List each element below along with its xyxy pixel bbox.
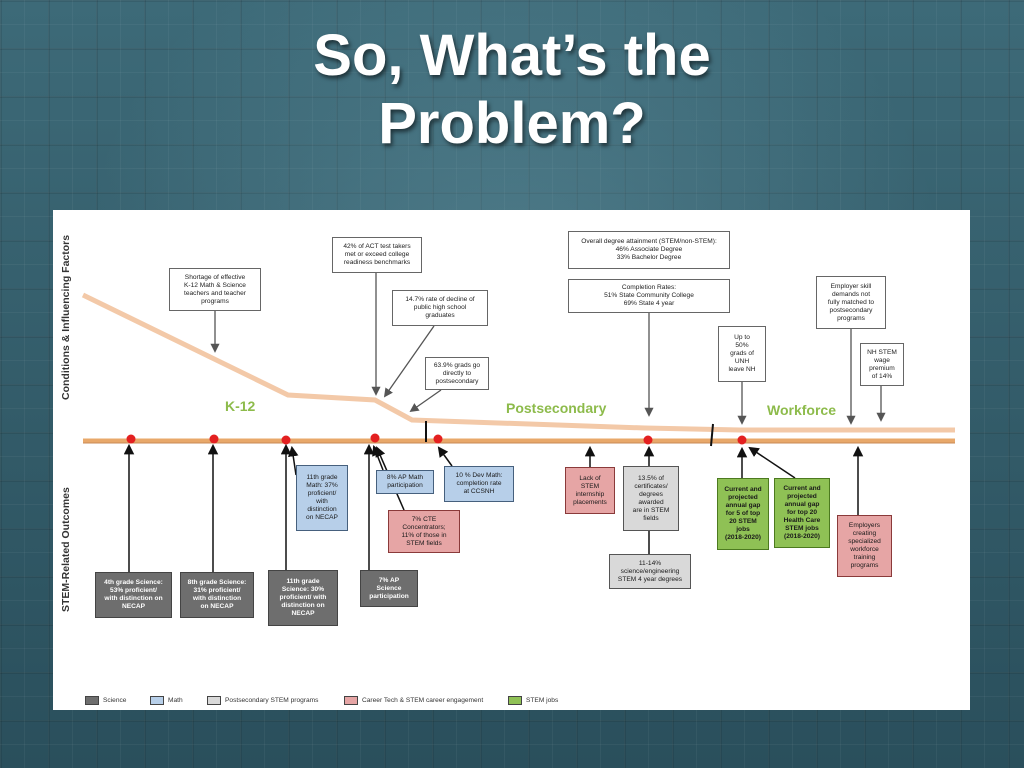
stage-label-postsecondary: Postsecondary	[506, 400, 607, 416]
legend-stem-jobs: STEM jobs	[508, 696, 558, 705]
stage-label-workforce: Workforce	[767, 402, 836, 418]
axis-label-outcomes: STEM-Related Outcomes	[60, 487, 72, 612]
timeline-dot	[370, 433, 380, 443]
box-internship: Lack of STEM internship placements	[565, 467, 615, 514]
arrow	[288, 445, 299, 476]
box-11th-grade-science: 11th grade Science: 30% proficient/ with…	[268, 570, 338, 626]
legend-swatch-science	[85, 696, 99, 705]
box-act-benchmarks: 42% of ACT test takers met or exceed col…	[332, 237, 422, 273]
arrow	[748, 446, 796, 479]
timeline-dot	[737, 435, 747, 445]
box-teacher-shortage: Shortage of effective K-12 Math & Scienc…	[169, 268, 261, 311]
box-8th-grade-science: 8th grade Science: 31% proficient/ with …	[180, 572, 254, 618]
condition-curve	[81, 292, 955, 433]
arrow	[437, 446, 453, 467]
box-grads-postsecondary: 63.9% grads go directly to postsecondary	[425, 357, 489, 390]
legend-swatch-career-tech	[344, 696, 358, 705]
timeline-dot	[281, 435, 291, 445]
box-completion-rates: Completion Rates: 51% State Community Co…	[568, 279, 730, 313]
arrow	[372, 445, 384, 471]
timeline-dot	[209, 434, 219, 444]
timeline-dot	[433, 434, 443, 444]
legend-swatch-stem-jobs	[508, 696, 522, 705]
slide-title: So, What’s the Problem?	[0, 22, 1024, 158]
legend-postsecondary: Postsecondary STEM programs	[207, 696, 318, 705]
title-line-1: So, What’s the	[313, 23, 711, 88]
divider-post-work	[710, 423, 714, 447]
arrow	[383, 325, 435, 398]
box-cte-concentrators: 7% CTE Concentrators; 11% of those in ST…	[388, 510, 460, 553]
box-health-care-gap: Current and projected annual gap for top…	[774, 478, 830, 548]
box-employer-training: Employers creating specialized workforce…	[837, 515, 892, 577]
box-4th-grade-science: 4th grade Science: 53% proficient/ with …	[95, 572, 172, 618]
legend-science: Science	[85, 696, 126, 705]
box-unh-leave: Up to 50% grads of UNH leave NH	[718, 326, 766, 382]
axis-label-conditions: Conditions & Influencing Factors	[60, 234, 72, 400]
legend-swatch-postsecondary	[207, 696, 221, 705]
timeline-dot	[643, 435, 653, 445]
title-line-2: Problem?	[378, 91, 646, 156]
box-stem-certificates: 13.5% of certificates/ degrees awarded a…	[623, 466, 679, 531]
box-wage-premium: NH STEM wage premium of 14%	[860, 343, 904, 386]
legend-career-tech: Career Tech & STEM career engagement	[344, 696, 483, 705]
timeline-dot	[126, 434, 136, 444]
box-sci-eng-degrees: 11-14% science/engineering STEM 4 year d…	[609, 554, 691, 589]
box-11th-grade-math: 11th grade Math: 37% proficient/ with di…	[296, 465, 348, 531]
box-degree-attainment: Overall degree attainment (STEM/non-STEM…	[568, 231, 730, 269]
legend-math: Math	[150, 696, 183, 705]
legend-swatch-math	[150, 696, 164, 705]
box-employer-skills: Employer skill demands not fully matched…	[816, 276, 886, 329]
box-dev-math: 10 % Dev Math: completion rate at CCSNH	[444, 466, 514, 502]
stage-label-k12: K-12	[225, 398, 256, 414]
box-ap-science: 7% AP Science participation	[360, 570, 418, 607]
arrow	[409, 389, 442, 413]
box-graduate-decline: 14.7% rate of decline of public high sch…	[392, 290, 488, 326]
box-ap-math: 8% AP Math participation	[376, 470, 434, 494]
box-stem-jobs-gap: Current and projected annual gap for 5 o…	[717, 478, 769, 550]
